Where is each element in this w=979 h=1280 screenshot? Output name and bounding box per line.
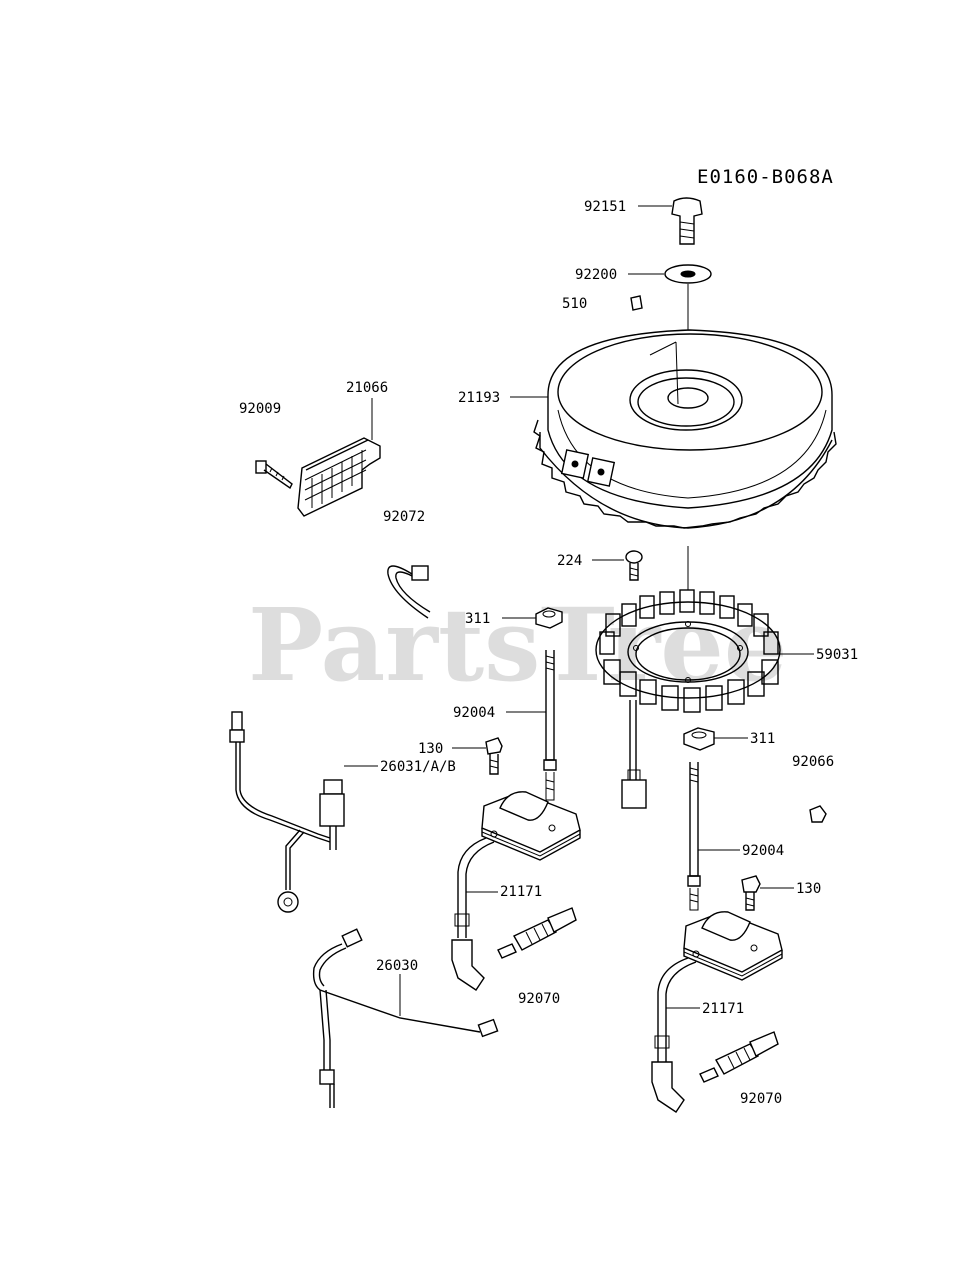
label-92072: 92072: [383, 509, 425, 525]
watermark: PartsTree: [248, 586, 788, 704]
label-92066: 92066: [792, 754, 834, 770]
label-92004-upper: 92004: [453, 705, 495, 721]
flywheel-bolt: [671, 197, 703, 245]
label-92200: 92200: [575, 267, 617, 283]
wire-harness-26031: [229, 711, 345, 913]
label-130-upper: 130: [418, 741, 443, 757]
label-311-lower: 311: [750, 731, 775, 747]
ignition-coil-lower: [651, 911, 783, 1113]
label-92151: 92151: [584, 199, 626, 215]
label-311-upper: 311: [465, 611, 490, 627]
label-59031: 59031: [816, 647, 858, 663]
regulator-screw: [255, 460, 293, 490]
bolt-130-upper: [485, 737, 503, 775]
label-92070-upper: 92070: [518, 991, 560, 1007]
voltage-regulator: [297, 437, 381, 517]
ignition-coil-upper: [451, 791, 581, 991]
stud-92004-upper: [543, 650, 557, 801]
diagram-code: E0160-B068A: [697, 166, 834, 188]
spark-plug-upper: [497, 907, 577, 959]
flywheel: [533, 329, 837, 529]
label-92009: 92009: [239, 401, 281, 417]
stator: [595, 589, 781, 809]
label-130-lower: 130: [796, 881, 821, 897]
lead-wire-92072: [387, 565, 431, 619]
label-92004-lower: 92004: [742, 843, 784, 859]
nut-311-lower: [683, 727, 715, 751]
label-21193: 21193: [458, 390, 500, 406]
bolt-130-lower: [741, 875, 761, 911]
label-21171-lower: 21171: [702, 1001, 744, 1017]
nut-92066: [809, 805, 827, 823]
label-26031-a-b: 26031/A/B: [380, 759, 456, 775]
flywheel-key: [630, 295, 643, 311]
label-224: 224: [557, 553, 582, 569]
stator-screw: [625, 550, 643, 581]
label-26030: 26030: [376, 958, 418, 974]
label-21066: 21066: [346, 380, 388, 396]
stud-92004-lower: [687, 762, 701, 911]
label-21171-upper: 21171: [500, 884, 542, 900]
wire-harness-26030: [312, 928, 499, 1108]
spark-plug-lower: [699, 1031, 779, 1083]
nut-311-upper: [535, 607, 563, 629]
flywheel-washer: [664, 264, 712, 284]
label-510: 510: [562, 296, 587, 312]
label-92070-lower: 92070: [740, 1091, 782, 1107]
